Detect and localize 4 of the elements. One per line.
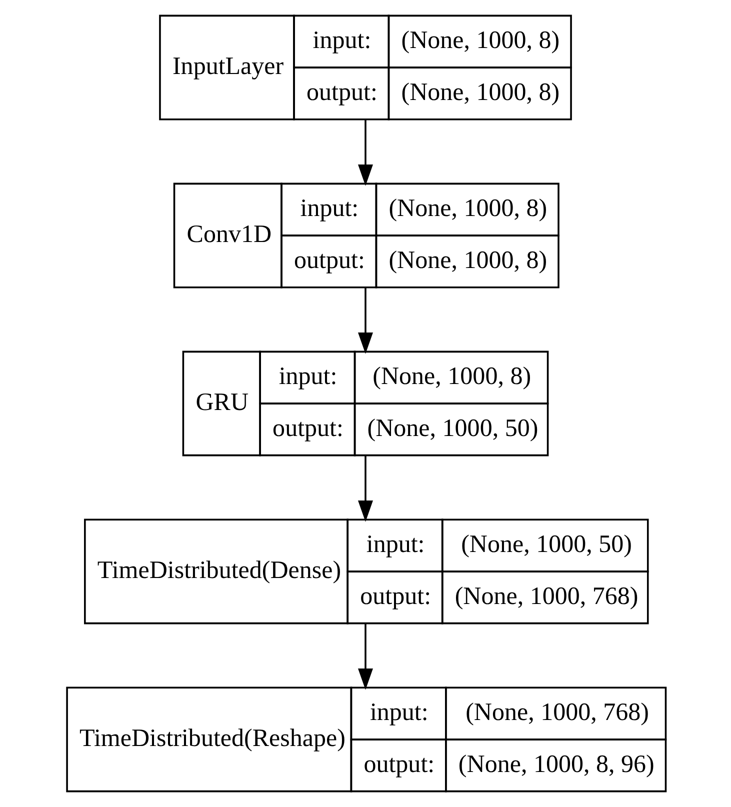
- arrow: [358, 120, 374, 186]
- arrow: [358, 624, 374, 690]
- arrow: [358, 456, 374, 522]
- arrow: [358, 288, 374, 354]
